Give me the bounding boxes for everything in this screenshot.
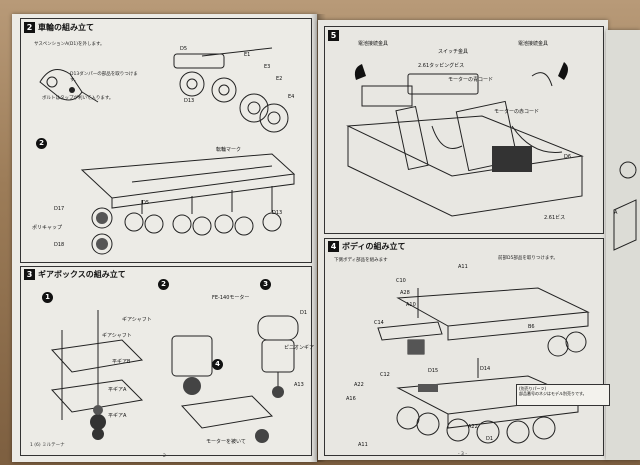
label-tapping-screw: 2.61タッピングビス xyxy=(418,63,465,69)
label-D17: D17 xyxy=(54,206,65,212)
label-E2: E2 xyxy=(276,76,283,82)
label-D15: D15 xyxy=(428,368,439,374)
hull-wheel-drawing xyxy=(80,153,296,255)
label-D14: D14 xyxy=(480,366,491,372)
label-motor-blue-cord: モーターの青コード xyxy=(448,77,494,83)
label-D13-lower: D13 xyxy=(272,210,283,216)
next-page-label: A xyxy=(614,210,618,216)
step2-callout-3: ボルトはタップが利いて入ります。 xyxy=(42,96,114,101)
step4-frame xyxy=(324,238,604,456)
label-spur-gear-b: 平ギアB xyxy=(112,359,131,365)
next-page-edge: A xyxy=(606,30,640,460)
label-D6: D6 xyxy=(564,154,572,160)
label-E1: E1 xyxy=(244,52,251,58)
label-A13: A13 xyxy=(294,382,304,388)
step4-note-2: 前部D5部品を取りつけます。 xyxy=(498,256,558,261)
step2-heading: 2 車輪の組み立て xyxy=(24,22,94,33)
left-page: 2 車輪の組み立て サスペンションA(D1)を外します。 D13ダンパーの部品を… xyxy=(12,14,317,462)
label-motor: FE-140モーター xyxy=(212,295,250,301)
label-B6: B6 xyxy=(528,324,535,330)
step5-heading: 5 xyxy=(328,30,342,41)
label-E3: E3 xyxy=(264,64,271,70)
label-switch-terminal: スイッチ金具 xyxy=(438,49,469,55)
gearbox-substep-3: 3 xyxy=(260,279,271,290)
label-motor-cord: モーターを被いて xyxy=(206,439,246,445)
label-A11: A11 xyxy=(458,264,468,270)
step5-number: 5 xyxy=(328,30,339,41)
step4-note: 下側ボディ部品を組みます xyxy=(334,258,388,263)
step2-callout-1: サスペンションA(D1)を外します。 xyxy=(34,42,105,47)
label-D5-lower: D5 xyxy=(142,200,150,206)
label-polycap: ポリキャップ xyxy=(32,225,63,231)
step3-heading: 3 ギアボックスの組み立て xyxy=(24,269,126,280)
page-footer-left: 1 (6) ミルテーナ xyxy=(30,443,65,448)
step4-heading: 4 ボディの組み立て xyxy=(328,241,405,252)
step4-title: ボディの組み立て xyxy=(342,242,406,251)
next-page-drawing xyxy=(613,161,637,251)
label-spur-gear-a2: 平ギアA xyxy=(108,413,127,419)
label-motor-red-cord: モーターの赤コード xyxy=(494,109,540,115)
label-gear-shaft-b: ギアシャフト xyxy=(102,333,132,339)
gearbox-substep-1: 1 xyxy=(42,292,53,303)
step3-number: 3 xyxy=(24,269,35,280)
label-spur-gear-a: 平ギアA xyxy=(108,387,127,393)
battery-box-drawing xyxy=(346,62,584,217)
suspension-arm-drawing xyxy=(39,69,99,103)
label-A22-lower: A22 xyxy=(468,424,478,430)
label-A22: A22 xyxy=(354,382,364,388)
step5-frame xyxy=(324,26,604,234)
step2-frame xyxy=(20,18,312,263)
label-C12: C12 xyxy=(380,372,390,378)
step2-number: 2 xyxy=(24,22,35,33)
label-gear-shaft: ギアシャフト xyxy=(122,317,152,323)
step2-title: 車輪の組み立て xyxy=(38,23,94,32)
motor-gearbox-drawing xyxy=(171,315,299,443)
label-C14: C14 xyxy=(374,320,384,326)
label-battery-terminal-2: 電池接続金具 xyxy=(518,41,549,47)
label-D5: D5 xyxy=(180,46,188,52)
step3-frame xyxy=(20,266,312,456)
gearbox-exploded-drawing xyxy=(50,310,144,440)
substep-2-circle: 2 xyxy=(36,138,47,149)
step3-title: ギアボックスの組み立て xyxy=(38,270,126,279)
gearbox-substep-2: 2 xyxy=(158,279,169,290)
label-E4: E4 xyxy=(288,94,295,100)
page-number-left: - 2 - xyxy=(160,454,169,459)
label-A16: A16 xyxy=(346,396,356,402)
label-A11-lower: A11 xyxy=(358,442,368,448)
label-A28: A28 xyxy=(400,290,410,296)
label-D13: D13 xyxy=(184,98,195,104)
label-battery-terminal-1: 電池接続金具 xyxy=(358,41,389,47)
label-pinion: ピニオンギア xyxy=(284,345,315,351)
sticker-note: (別売りパーツ) 部品番号のネジはモデル別売りです。 xyxy=(516,384,610,406)
page-number-right: - 3 - xyxy=(458,452,467,457)
label-D1: D1 xyxy=(300,310,308,316)
label-D18: D18 xyxy=(54,242,65,248)
step4-number: 4 xyxy=(328,241,339,252)
label-D1-body: D1 xyxy=(486,436,494,442)
wheel-assembly-drawing xyxy=(173,47,289,133)
label-C10: C10 xyxy=(396,278,406,284)
gearbox-substep-4: 4 xyxy=(212,359,223,370)
label-wheel-mark: 転輪マーク xyxy=(216,147,242,153)
label-screw: 2.61ビス xyxy=(544,215,566,221)
label-A10: A10 xyxy=(406,302,416,308)
